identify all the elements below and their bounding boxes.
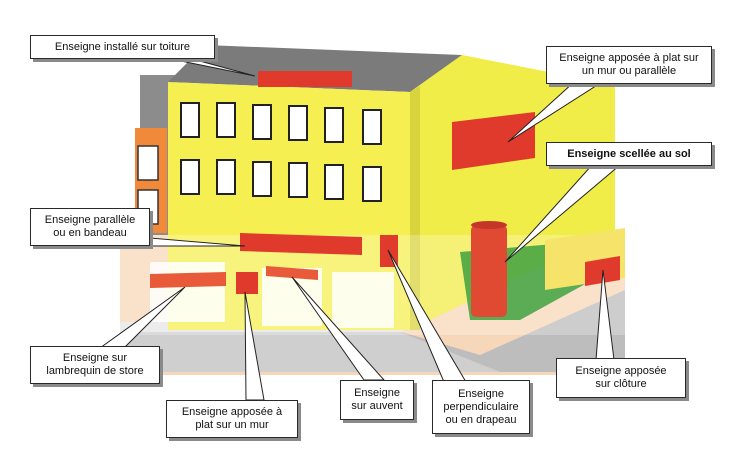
label-scellee-sol: Enseigne scellée au sol bbox=[546, 142, 712, 166]
ground-totem-sign bbox=[471, 225, 507, 317]
label-toiture: Enseigne installé sur toiture bbox=[30, 35, 215, 59]
neighbor-window bbox=[137, 145, 159, 181]
awning-store-sign bbox=[150, 272, 226, 288]
label-parallele-bandeau: Enseigne parallèle ou en bandeau bbox=[30, 208, 150, 246]
pointer-toiture bbox=[175, 59, 256, 77]
band-sign bbox=[240, 233, 362, 255]
main-facade bbox=[168, 82, 410, 330]
building-corner bbox=[410, 86, 420, 330]
label-perpendiculaire: Enseigne perpendiculaire ou en drapeau bbox=[432, 380, 530, 434]
ground-totem-top bbox=[471, 221, 507, 229]
label-cloture: Enseigne apposée sur clôture bbox=[556, 358, 686, 398]
pointer-bandeau bbox=[149, 237, 246, 247]
roof bbox=[168, 45, 462, 92]
label-lambrequin: Enseigne sur lambrequin de store bbox=[30, 346, 160, 384]
wall-parallel-sign bbox=[452, 112, 535, 170]
street-corner bbox=[395, 290, 625, 372]
middle-windows bbox=[180, 159, 382, 202]
callout-pointers bbox=[98, 59, 622, 401]
upper-windows bbox=[180, 102, 382, 145]
sidewalk bbox=[120, 330, 500, 372]
label-auvent: Enseigne sur auvent bbox=[340, 380, 414, 420]
canopy-sign bbox=[266, 266, 318, 280]
label-plat-sur-mur: Enseigne apposée à plat sur un mur bbox=[166, 400, 298, 438]
label-plat-mur-parallele: Enseigne apposée à plat sur un mur ou pa… bbox=[546, 46, 712, 84]
roof-sign bbox=[258, 71, 352, 87]
flat-wall-sign bbox=[236, 272, 258, 294]
